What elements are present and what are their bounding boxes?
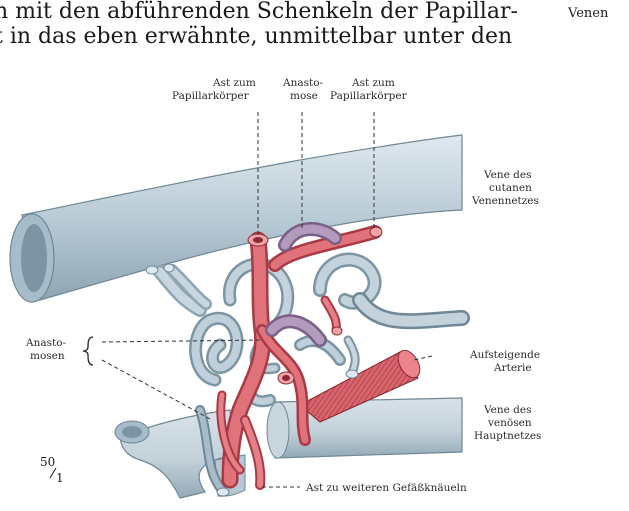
label-anastomosen-2: mosen bbox=[30, 350, 65, 362]
label-anastomose-1: Anasto- bbox=[282, 77, 324, 89]
figure-number-bottom: 1 bbox=[56, 471, 64, 485]
label-vene-venoes-1: Vene des bbox=[483, 404, 531, 416]
label-vene-cutan-3: Venennetzes bbox=[471, 195, 539, 207]
label-vene-cutan-1: Vene des bbox=[483, 169, 531, 181]
label-ast-papillar-right-2: Papillarkörper bbox=[330, 90, 408, 102]
label-ast-weitere: Ast zu weiteren Gefäßknäueln bbox=[305, 482, 467, 494]
figure-number-top: 50 bbox=[40, 455, 55, 469]
label-vene-cutan-2: cutanen bbox=[489, 182, 532, 194]
label-ast-papillar-left-2: Papillarkörper bbox=[172, 90, 250, 102]
label-aufsteigende-arterie-2: Arterie bbox=[493, 362, 532, 374]
label-ast-papillar-right-1: Ast zum bbox=[351, 77, 395, 89]
label-vene-venoes-3: Hauptnetzes bbox=[474, 430, 541, 442]
label-anastomose-2: mose bbox=[290, 90, 318, 102]
anastomosen-brace bbox=[83, 337, 93, 365]
label-ast-papillar-left-1: Ast zum bbox=[212, 77, 256, 89]
label-anastomosen-1: Anasto- bbox=[25, 337, 67, 349]
label-vene-venoes-2: venösen bbox=[487, 417, 532, 429]
label-aufsteigende-arterie-1: Aufsteigende bbox=[469, 349, 540, 361]
